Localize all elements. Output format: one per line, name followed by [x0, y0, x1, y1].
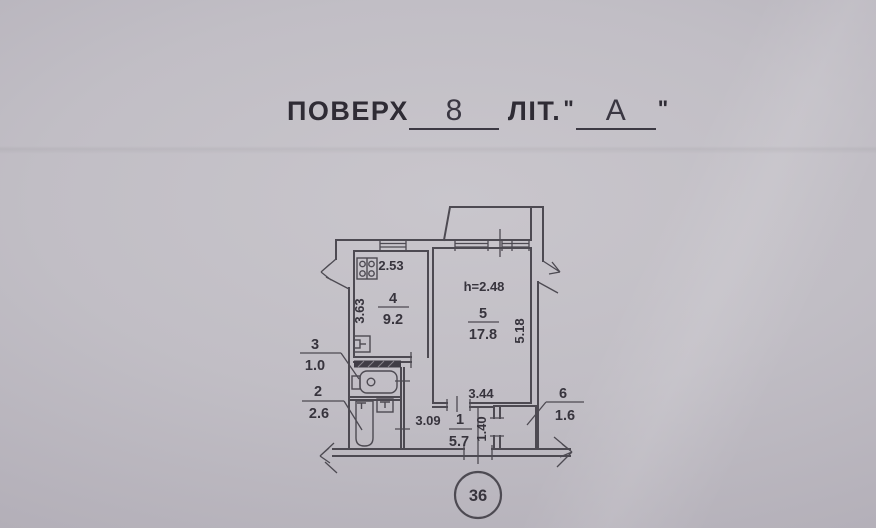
- living-window-right: [501, 240, 530, 251]
- close-quote: ": [657, 96, 669, 121]
- hall-width-dim: 3.09: [415, 413, 440, 428]
- title-line: ПОВЕРХ 8 ЛІТ. " А ": [287, 96, 670, 130]
- balcony-outline: [442, 206, 532, 242]
- ceiling-height-note: h=2.48: [464, 279, 505, 294]
- break-arrow-bottom-left-icon: [319, 442, 338, 474]
- kitchen-number: 4: [389, 291, 397, 307]
- entry-witness-line: [463, 407, 493, 464]
- closet-door-jambs: [490, 417, 504, 437]
- floor-value-blank: 8: [408, 94, 499, 130]
- living-door-ticks: [446, 396, 471, 412]
- closet-area: 1.6: [555, 408, 575, 424]
- kitchen-area: 9.2: [383, 312, 403, 328]
- living-width-dim: 3.44: [468, 386, 494, 401]
- label-underlines: [300, 306, 584, 431]
- letter-value: А: [605, 94, 626, 127]
- living-walls: [432, 247, 532, 408]
- open-quote: ": [563, 96, 574, 121]
- wash-sink-icon: [376, 398, 394, 413]
- hall-number: 1: [456, 412, 464, 428]
- bath-number: 2: [314, 384, 322, 400]
- kitchen-depth-dim: 3.63: [352, 298, 367, 323]
- outer-walls: [332, 206, 571, 457]
- closet-number: 6: [559, 386, 567, 402]
- floor-value: 8: [445, 94, 463, 127]
- apartment-number-circle: 36: [453, 470, 503, 520]
- break-arrow-left-icon: [320, 258, 350, 290]
- closet-walls: [493, 405, 537, 450]
- living-number: 5: [479, 306, 487, 322]
- stove-icon: [356, 257, 378, 280]
- kitchen-window: [379, 240, 407, 251]
- vent-duct-icon: [354, 360, 401, 368]
- living-window-left: [454, 240, 489, 251]
- apartment-number: 36: [469, 487, 487, 505]
- break-arrow-right-icon: [537, 260, 561, 294]
- kitchen-width-dim: 2.53: [378, 258, 403, 273]
- toilet-number: 3: [311, 337, 319, 353]
- letter-value-blank: А: [575, 94, 656, 130]
- bath-area: 2.6: [309, 406, 329, 422]
- entry-niche-depth-dim: 1.40: [474, 416, 489, 441]
- toilet-area: 1.0: [305, 358, 325, 374]
- living-area: 17.8: [469, 327, 497, 343]
- break-arrow-bottom-right-icon: [553, 436, 573, 468]
- bathtub-icon: [355, 400, 374, 447]
- kitchen-sink-icon: [353, 335, 371, 353]
- floor-label: ПОВЕРХ: [287, 96, 409, 126]
- hall-area: 5.7: [449, 434, 469, 450]
- toilet-icon: [351, 370, 398, 394]
- letter-label: ЛІТ.: [507, 96, 562, 126]
- living-depth-dim: 5.18: [512, 318, 527, 343]
